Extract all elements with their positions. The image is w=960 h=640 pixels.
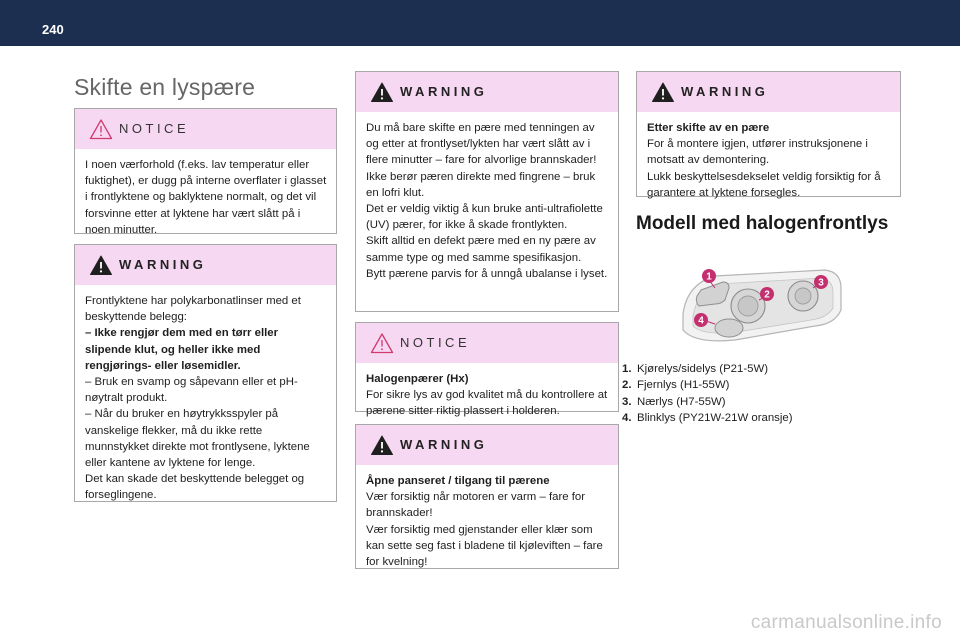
warning-box-header: WARNING	[75, 245, 336, 285]
warning-text-line: – Når du bruker en høytrykksspyler på va…	[85, 408, 310, 470]
list-item-text: Kjørelys/sidelys (P21-5W)	[637, 363, 769, 375]
warning-text-line: Det er veldig viktig å kun bruke anti-ul…	[366, 203, 603, 232]
warning-box-header: WARNING	[637, 72, 900, 112]
notice-heading: Halogenpærer (Hx)	[366, 373, 469, 385]
warning-box-body: Etter skifte av en pære For å montere ig…	[637, 112, 900, 209]
notice-triangle-icon	[370, 333, 394, 354]
headlamp-bulb-diagram: 1 2 3 4	[682, 269, 842, 342]
indicator-holder	[714, 318, 744, 338]
list-item: 4. Blinklys (PY21W-21W oransje)	[622, 410, 793, 426]
list-item: 3. Nærlys (H7-55W)	[622, 394, 793, 410]
warning-text-line: Vær forsiktig når motoren er varm – fare…	[366, 491, 586, 520]
svg-text:3: 3	[818, 278, 824, 289]
list-item-number: 3.	[622, 395, 632, 408]
warning-heading: Etter skifte av en pære	[647, 122, 770, 134]
warning-text-line: Vær forsiktig med gjenstander eller klær…	[366, 523, 603, 569]
list-item: 1. Kjørelys/sidelys (P21-5W)	[622, 361, 793, 377]
page-number: 240	[42, 22, 64, 37]
warning-box-lens-cleaning: WARNING Frontlyktene har polykarbonatlin…	[74, 244, 337, 502]
warning-text-line: Frontlyktene har polykarbonatlinser med …	[85, 295, 301, 324]
notice-box-header: NOTICE	[75, 109, 336, 149]
callout-4: 4	[694, 313, 708, 327]
warning-text-line: For å montere igjen, utfører instruksjon…	[647, 138, 868, 167]
notice-label: NOTICE	[400, 335, 471, 350]
notice-box-body: I noen værforhold (f.eks. lav temperatur…	[75, 149, 336, 246]
warning-triangle-icon	[652, 82, 674, 102]
page-header-bar: 240	[0, 0, 960, 46]
list-item: 2. Fjernlys (H1-55W)	[622, 377, 793, 393]
notice-triangle-icon	[89, 119, 113, 140]
warning-text-line: Skift alltid en defekt pære med en ny pæ…	[366, 235, 596, 264]
notice-box-body: Halogenpærer (Hx) For sikre lys av god k…	[356, 363, 618, 428]
sidelight-holder	[695, 281, 730, 307]
warning-text-line: Lukk beskyttelsesdekselet veldig forsikt…	[647, 170, 881, 199]
list-item-number: 4.	[622, 412, 632, 425]
list-item-number: 2.	[622, 379, 632, 392]
warning-label: WARNING	[119, 257, 207, 272]
svg-text:1: 1	[706, 272, 712, 283]
warning-triangle-icon	[371, 435, 393, 455]
warning-label: WARNING	[400, 84, 488, 99]
warning-text-line: Det kan skade det beskyttende belegget o…	[85, 473, 305, 502]
warning-text-line: Ikke berør pæren direkte med fingrene – …	[366, 170, 596, 199]
warning-box-bulb-change: WARNING Du må bare skifte en pære med te…	[355, 71, 619, 312]
warning-box-bonnet: WARNING Åpne panseret / tilgang til pære…	[355, 424, 619, 569]
notice-box-fog: NOTICE I noen værforhold (f.eks. lav tem…	[74, 108, 337, 236]
callout-3: 3	[814, 275, 828, 289]
warning-box-header: WARNING	[356, 425, 618, 465]
notice-box-header: NOTICE	[356, 323, 618, 363]
page-title: Skifte en lyspære	[74, 74, 256, 100]
list-item-text: Nærlys (H7-55W)	[637, 395, 726, 408]
svg-text:4: 4	[698, 316, 704, 327]
warning-triangle-icon	[90, 255, 112, 275]
warning-text-line: Bytt pærene parvis for å unngå ubalanse …	[366, 267, 608, 280]
list-item-text: Blinklys (PY21W-21W oransje)	[637, 412, 793, 425]
warning-text-line: – Bruk en svamp og såpevann eller et pH-…	[85, 376, 298, 405]
notice-text: I noen værforhold (f.eks. lav temperatur…	[85, 159, 327, 236]
section-heading: Modell med halogenfrontlys	[636, 213, 889, 234]
warning-box-body: Du må bare skifte en pære med tenningen …	[356, 112, 618, 290]
list-item-text: Fjernlys (H1-55W)	[637, 379, 730, 392]
warning-triangle-icon	[371, 82, 393, 102]
notice-box-halogen: NOTICE Halogenpærer (Hx) For sikre lys a…	[355, 322, 619, 417]
bulb-list: 1. Kjørelys/sidelys (P21-5W) 2. Fjernlys…	[622, 361, 793, 427]
notice-label: NOTICE	[119, 121, 190, 136]
warning-text-bold: – Ikke rengjør dem med en tørr eller sli…	[85, 327, 279, 372]
watermark-footer: carmanualsonline.info	[750, 612, 942, 633]
warning-box-header: WARNING	[356, 72, 618, 112]
warning-box-body: Frontlyktene har polykarbonatlinser med …	[75, 285, 336, 512]
callout-2: 2	[760, 287, 774, 301]
warning-heading: Åpne panseret / tilgang til pærene	[366, 475, 550, 487]
list-item-number: 1.	[622, 363, 632, 375]
warning-box-after-change: WARNING Etter skifte av en pære For å mo…	[636, 71, 901, 199]
callout-1: 1	[702, 269, 716, 283]
warning-label: WARNING	[400, 437, 488, 452]
warning-label: WARNING	[681, 84, 769, 99]
svg-text:2: 2	[764, 290, 770, 301]
warning-box-body: Åpne panseret / tilgang til pærene Vær f…	[356, 465, 618, 578]
warning-text-line: Du må bare skifte en pære med tenningen …	[366, 122, 597, 167]
notice-text: For sikre lys av god kvalitet må du kont…	[366, 389, 608, 418]
